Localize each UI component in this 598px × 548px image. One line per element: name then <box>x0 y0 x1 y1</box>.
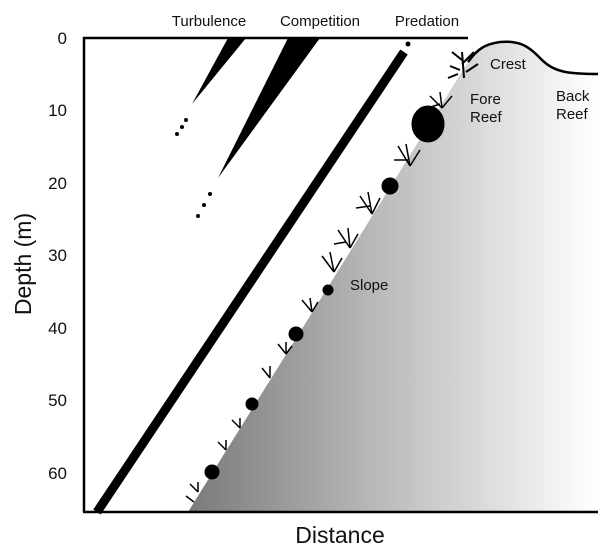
competition-dot <box>202 203 206 207</box>
competition-dot <box>208 192 212 196</box>
reef-surface-line <box>466 40 598 76</box>
y-tick-label: 50 <box>48 391 67 410</box>
coral-fan-4 <box>333 227 359 249</box>
competition-label: Competition <box>280 13 360 30</box>
coral-fan-upper <box>427 91 453 109</box>
turbulence-dot <box>184 118 188 122</box>
predation-band <box>93 49 408 515</box>
coral-massive-6 <box>204 464 220 480</box>
competition-dot <box>196 214 200 218</box>
turbulence-dots <box>175 118 188 136</box>
turbulence-dot <box>175 132 179 136</box>
coral-fan-6 <box>301 297 319 313</box>
back-reef-label-line1: Back <box>556 88 590 105</box>
coral-massive-4 <box>288 326 304 342</box>
turbulence-wedge <box>192 38 246 104</box>
fore-reef-label-line1: Fore <box>470 91 501 108</box>
coral-massive-2 <box>381 177 399 195</box>
fore-reef-label-line2: Reef <box>470 109 503 126</box>
coral-branching-top <box>447 51 479 79</box>
coral-fan-10 <box>217 440 227 451</box>
coral-fan-2 <box>394 143 421 167</box>
y-tick-label: 10 <box>48 101 67 120</box>
crest-label: Crest <box>490 56 527 73</box>
coral-biota <box>185 51 479 503</box>
y-tick-label: 30 <box>48 246 67 265</box>
back-reef-label-line2: Reef <box>556 106 589 123</box>
coral-fan-7 <box>277 342 293 355</box>
y-tick-label: 40 <box>48 319 67 338</box>
y-tick-label: 20 <box>48 174 67 193</box>
turbulence-dot <box>180 125 184 129</box>
x-axis-title: Distance <box>295 522 384 548</box>
turbulence-label: Turbulence <box>172 13 247 30</box>
coral-fan-3 <box>355 191 381 215</box>
coral-fan-5 <box>321 251 343 273</box>
competition-wedge <box>218 38 320 178</box>
coral-fan-11 <box>185 482 199 503</box>
coral-massive-3 <box>322 284 334 296</box>
coral-fan-8 <box>261 366 271 379</box>
y-tick-label: 60 <box>48 464 67 483</box>
y-axis-title: Depth (m) <box>10 213 36 315</box>
coral-massive-1 <box>411 105 445 143</box>
y-ticks: 0 10 20 30 40 50 60 <box>48 29 67 483</box>
predation-band-tip <box>405 41 411 47</box>
y-tick-label: 0 <box>58 29 67 48</box>
competition-dots <box>196 192 212 218</box>
reef-body <box>188 41 598 512</box>
slope-label: Slope <box>350 277 388 294</box>
coral-fan-9 <box>231 418 241 429</box>
coral-massive-5 <box>245 397 259 411</box>
predation-label: Predation <box>395 13 459 30</box>
